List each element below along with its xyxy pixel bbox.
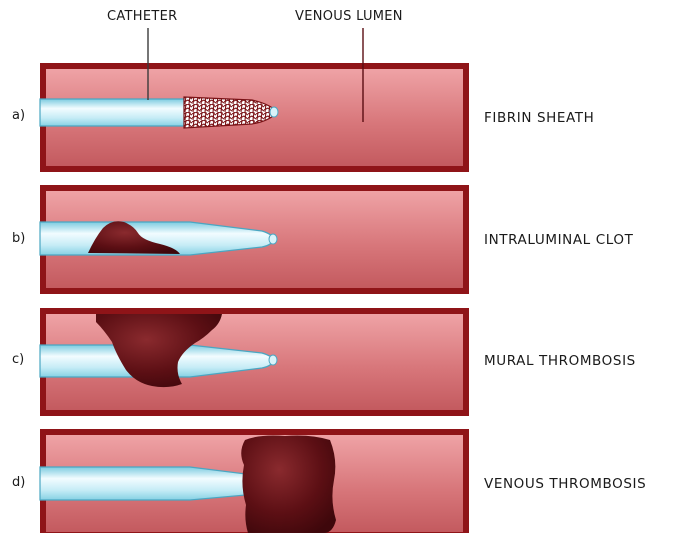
row-c-title: MURAL THROMBOSIS [484, 353, 636, 369]
row-a-title: FIBRIN SHEATH [484, 110, 594, 126]
catheter-label: CATHETER [107, 9, 177, 24]
row-b-letter: b) [12, 231, 25, 246]
catheter-tip [270, 107, 278, 117]
row-d-title: VENOUS THROMBOSIS [484, 476, 646, 492]
row-c-letter: c) [12, 352, 24, 367]
row-d-vessel [40, 432, 466, 533]
catheter [40, 467, 246, 500]
catheter-tip [269, 355, 277, 365]
venous-thrombus [241, 436, 336, 533]
row-a-letter: a) [12, 108, 25, 123]
row-b-title: INTRALUMINAL CLOT [484, 232, 633, 248]
row-b-vessel [40, 188, 466, 291]
venous-lumen-label: VENOUS LUMEN [295, 9, 403, 24]
row-d-letter: d) [12, 475, 25, 490]
row-c-vessel [40, 311, 466, 413]
row-a-vessel [40, 66, 466, 169]
catheter-tip [269, 234, 277, 244]
